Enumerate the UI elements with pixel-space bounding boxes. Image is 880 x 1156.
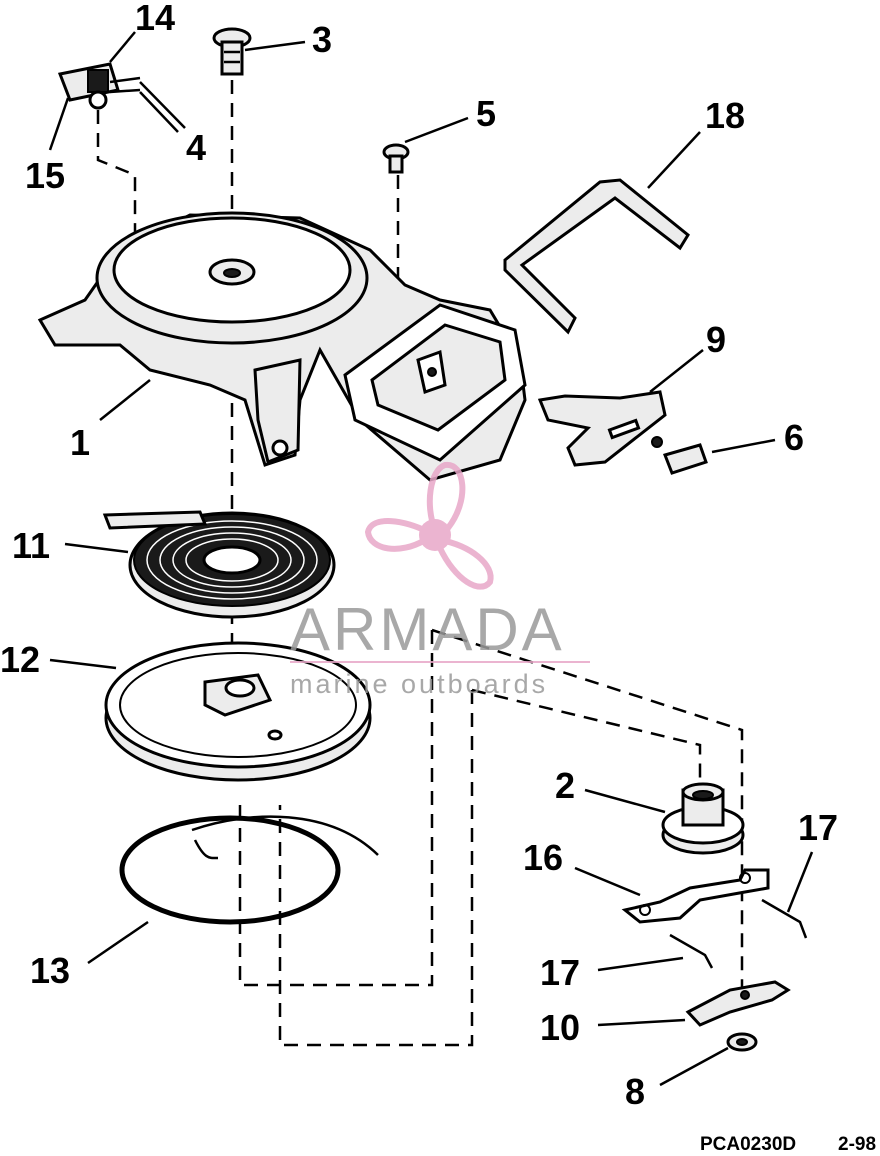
screw-part-3 — [212, 27, 252, 76]
watermark-brand: ARMADA — [290, 596, 565, 663]
watermark-tagline: marine outboards — [290, 669, 548, 699]
armada-watermark: ARMADA marine outboards — [290, 461, 590, 699]
starter-rope-part-13 — [119, 815, 379, 925]
callout-8: 8 — [625, 1071, 645, 1112]
propeller-logo — [364, 461, 494, 590]
callout-6: 6 — [784, 417, 804, 458]
callout-14: 14 — [135, 0, 175, 38]
callout-11: 11 — [12, 525, 50, 566]
callout-2: 2 — [555, 765, 575, 806]
callout-17-top: 17 — [798, 807, 838, 848]
callout-10: 10 — [540, 1007, 580, 1048]
pawl-hub-part-2 — [661, 782, 745, 855]
drawing-footer: PCA0230D 2-98 — [700, 1134, 876, 1155]
starter-housing — [37, 211, 527, 482]
rope-pulley-part-12 — [104, 641, 372, 782]
callout-18: 18 — [705, 95, 745, 136]
pawl-spring-part-17 — [669, 898, 808, 969]
handle-insert-part-6 — [651, 436, 708, 475]
callout-9: 9 — [706, 319, 726, 360]
rewind-spring-part-11 — [102, 510, 336, 619]
assembly-dashed-lines — [96, 80, 744, 1047]
callout-13: 13 — [30, 950, 70, 991]
pawl-part-10 — [685, 980, 791, 1027]
callout-3: 3 — [312, 19, 332, 60]
callout-4: 4 — [186, 127, 206, 168]
callout-17-bottom: 17 — [540, 952, 580, 993]
retainer-part-8 — [726, 1032, 758, 1052]
callout-15: 15 — [25, 155, 65, 196]
interlock-bracket — [57, 62, 141, 110]
callout-12: 12 — [0, 639, 40, 680]
callout-5: 5 — [476, 93, 496, 134]
drawing-code: PCA0230D — [700, 1134, 796, 1155]
screw-part-5 — [382, 143, 410, 174]
rope-handle-part-9 — [537, 390, 667, 467]
friction-link-part-16 — [621, 868, 770, 924]
callout-labels: 14 3 4 15 5 18 1 9 6 11 12 13 2 16 17 17 — [0, 0, 838, 1112]
date-code: 2-98 — [838, 1134, 876, 1155]
callout-16: 16 — [523, 837, 563, 878]
rope-handle-bar-part-18 — [503, 178, 690, 335]
callout-1: 1 — [70, 422, 90, 463]
